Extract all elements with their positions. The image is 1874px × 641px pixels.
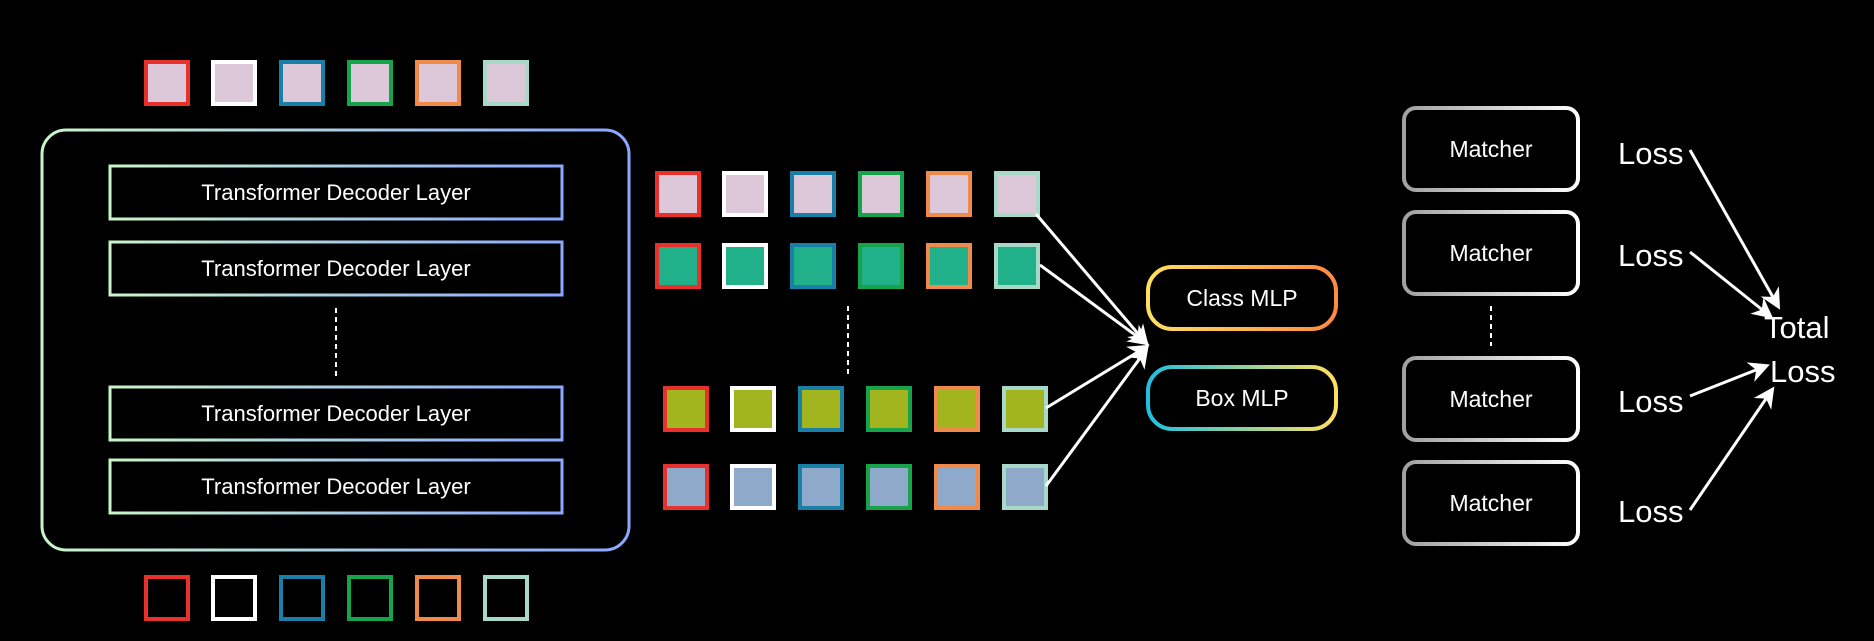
decoder-layer-label: Transformer Decoder Layer [201,401,470,426]
query-square [415,60,461,106]
output-square [730,386,776,432]
class-mlp-label: Class MLP [1186,285,1297,311]
loss-label: Loss [1618,384,1683,419]
query-square [144,60,190,106]
top-query-squares [144,60,529,106]
total-loss-line1: Total [1764,310,1829,345]
decoder-container [40,128,631,552]
box-mlp-label: Box MLP [1195,385,1288,411]
output-square [722,243,768,289]
arrow [1689,362,1770,398]
matcher-2: Matcher [1402,210,1580,296]
matcher-3: Matcher [1402,356,1580,442]
decoder-layer-3: Transformer Decoder Layer [108,385,564,442]
matcher-label: Matcher [1449,386,1532,412]
matcher-label: Matcher [1449,490,1532,516]
output-square [790,243,836,289]
bottom-query-squares [144,575,529,621]
output-square [798,386,844,432]
output-square [722,171,768,217]
decoder-layer-2: Transformer Decoder Layer [108,240,564,297]
output-row-2 [655,243,1040,289]
output-square [790,171,836,217]
output-row-4 [663,464,1048,510]
output-square [926,171,972,217]
loss-label: Loss [1618,238,1683,273]
query-square [483,60,529,106]
arrow [1688,149,1781,310]
output-square [994,171,1040,217]
output-row-1 [655,171,1040,217]
decoder-layer-1: Transformer Decoder Layer [108,164,564,221]
arrow [1044,346,1149,487]
output-square [663,464,709,510]
arrows-to-total-loss [1688,149,1781,511]
decoder-layer-4: Transformer Decoder Layer [108,458,564,515]
output-square [655,171,701,217]
box-mlp-box: Box MLP [1146,365,1338,431]
query-square-empty [144,575,190,621]
decoder-layer-label: Transformer Decoder Layer [201,180,470,205]
output-square [798,464,844,510]
class-mlp-box: Class MLP [1146,265,1338,331]
arrow [1045,344,1150,410]
loss-label: Loss [1618,136,1683,171]
matcher-1: Matcher [1402,106,1580,192]
output-square [1002,464,1048,510]
arrow [1689,250,1774,319]
arrow [1688,386,1775,511]
query-square [279,60,325,106]
output-square [934,464,980,510]
arrow [1034,213,1149,347]
matcher-4: Matcher [1402,460,1580,546]
output-square [858,243,904,289]
output-square [655,243,701,289]
output-square [866,464,912,510]
query-square-empty [483,575,529,621]
output-square [866,386,912,432]
output-square [663,386,709,432]
matcher-label: Matcher [1449,136,1532,162]
output-square [926,243,972,289]
query-square-empty [279,575,325,621]
decoder-layer-label: Transformer Decoder Layer [201,256,470,281]
total-loss-line2: Loss [1770,354,1835,389]
query-square [211,60,257,106]
output-square [858,171,904,217]
loss-label: Loss [1618,494,1683,529]
query-square-empty [415,575,461,621]
output-square [934,386,980,432]
output-square [1002,386,1048,432]
decoder-layer-label: Transformer Decoder Layer [201,474,470,499]
query-square-empty [347,575,393,621]
arrows-to-mlp [1034,213,1150,487]
query-square [347,60,393,106]
output-square [994,243,1040,289]
query-square-empty [211,575,257,621]
arrow [1039,263,1150,346]
matcher-label: Matcher [1449,240,1532,266]
output-row-3 [663,386,1048,432]
output-square [730,464,776,510]
